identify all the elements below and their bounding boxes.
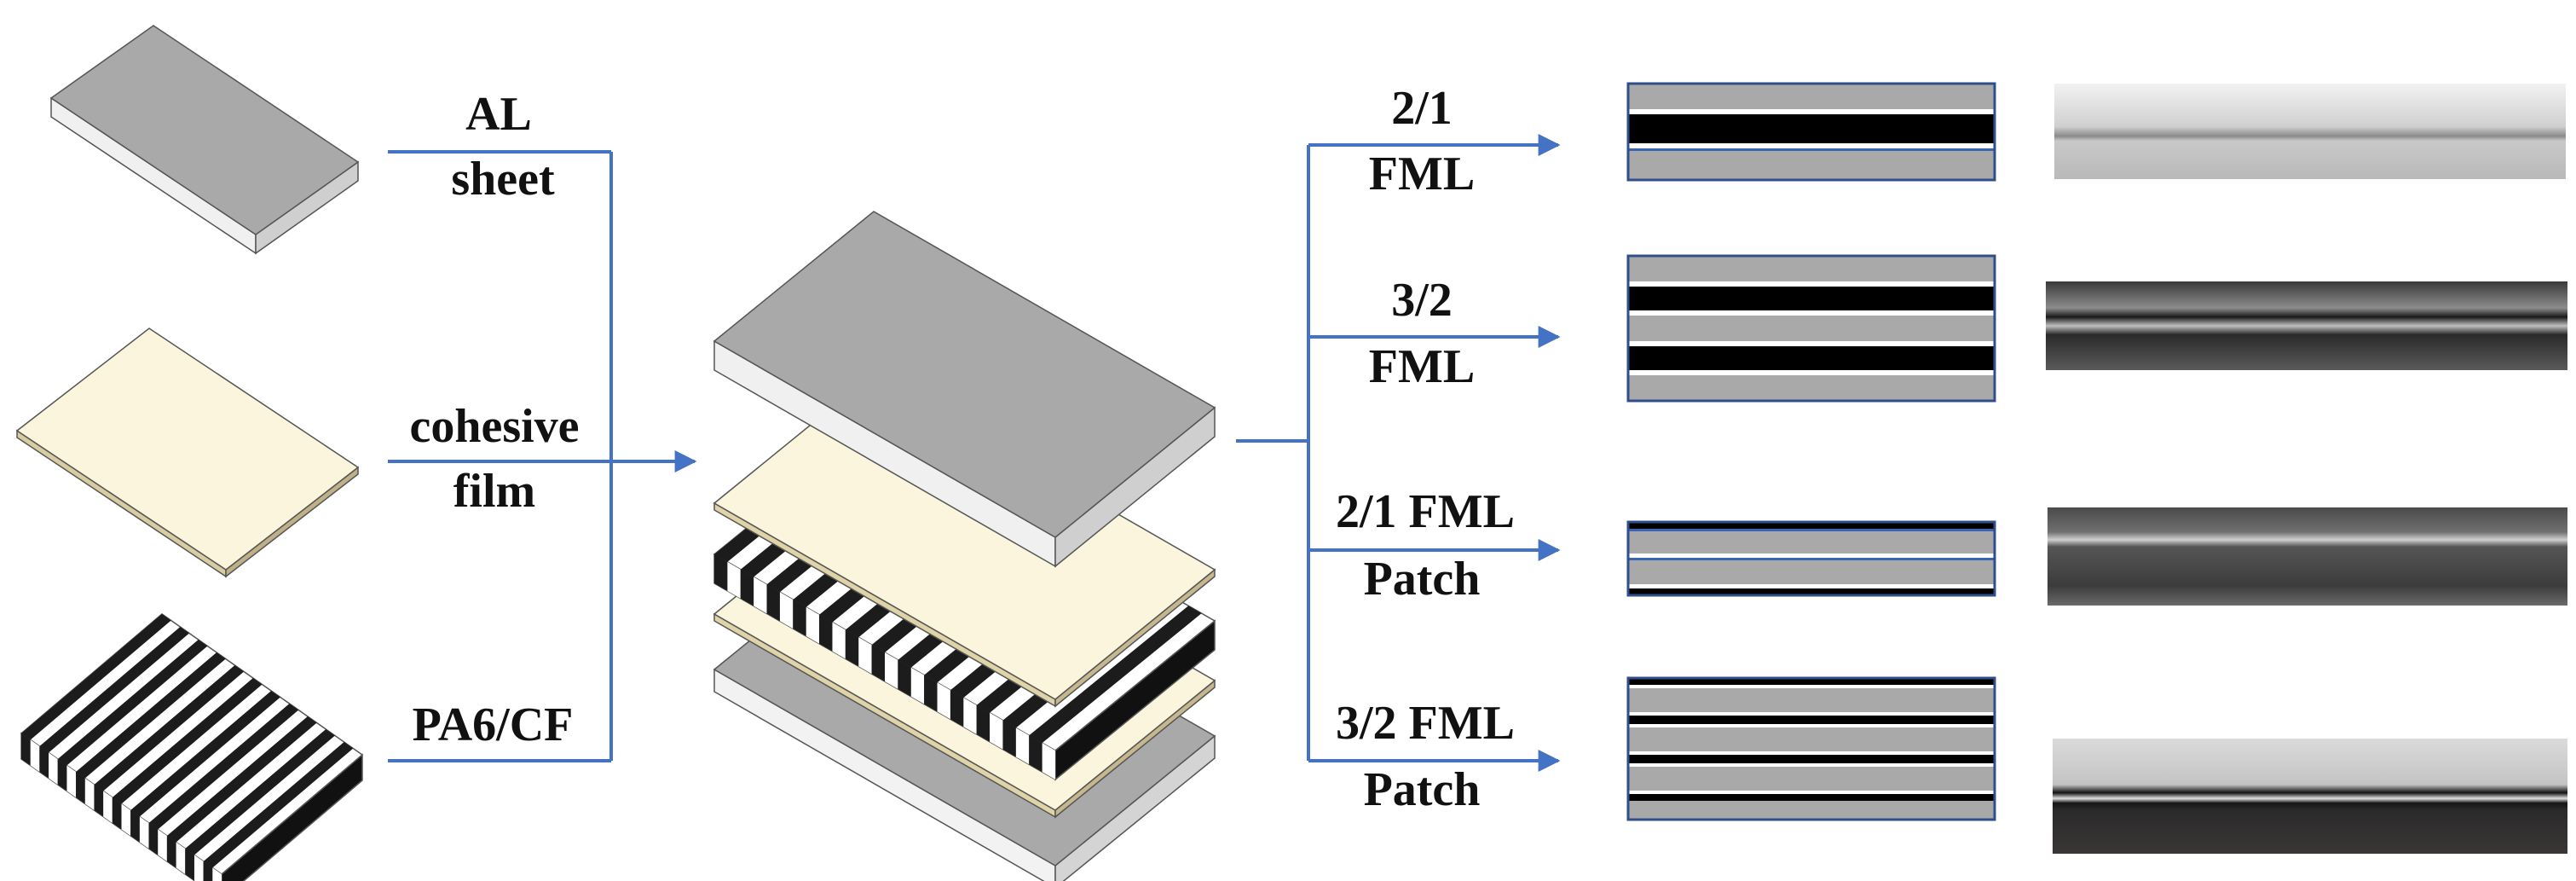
label-patch32-line1: 3/2 FML: [1336, 697, 1515, 750]
output-connector: [1236, 134, 1561, 772]
pa6-cf-laminate-icon: [20, 613, 364, 881]
cross-section-photo-icon: [2054, 84, 2566, 179]
cross-section-schematic-icon: [1626, 520, 1996, 597]
label-fml32-line1: 3/2: [1391, 274, 1453, 327]
cohesive-film-icon: [15, 327, 360, 578]
label-film-line2: film: [453, 465, 535, 518]
al-sheet-icon: [49, 25, 360, 255]
cross-section-photo-icon: [2046, 281, 2567, 370]
label-fml21-line2: FML: [1369, 148, 1475, 200]
label-al-line2: sheet: [451, 153, 555, 206]
label-al-line1: AL: [465, 88, 532, 141]
label-fml32-line2: FML: [1369, 340, 1475, 393]
exploded-stack-icon: [713, 211, 1216, 881]
label-film-line1: cohesive: [409, 400, 579, 453]
input-connector: [388, 150, 697, 762]
cross-section-schematic-icon: [1626, 254, 1996, 403]
label-patch21-line1: 2/1 FML: [1336, 485, 1515, 538]
cross-section-schematics: [1626, 82, 1996, 821]
cross-section-photo-icon: [2053, 739, 2567, 854]
label-fml21-line1: 2/1: [1391, 82, 1453, 135]
cross-section-photo-icon: [2048, 507, 2567, 606]
cross-section-photos: [2046, 84, 2567, 854]
cross-section-schematic-icon: [1626, 676, 1996, 821]
cross-section-schematic-icon: [1626, 82, 1996, 182]
label-patch32-line2: Patch: [1364, 763, 1481, 816]
label-cf-line1: PA6/CF: [413, 698, 574, 751]
label-patch21-line2: Patch: [1364, 553, 1481, 606]
